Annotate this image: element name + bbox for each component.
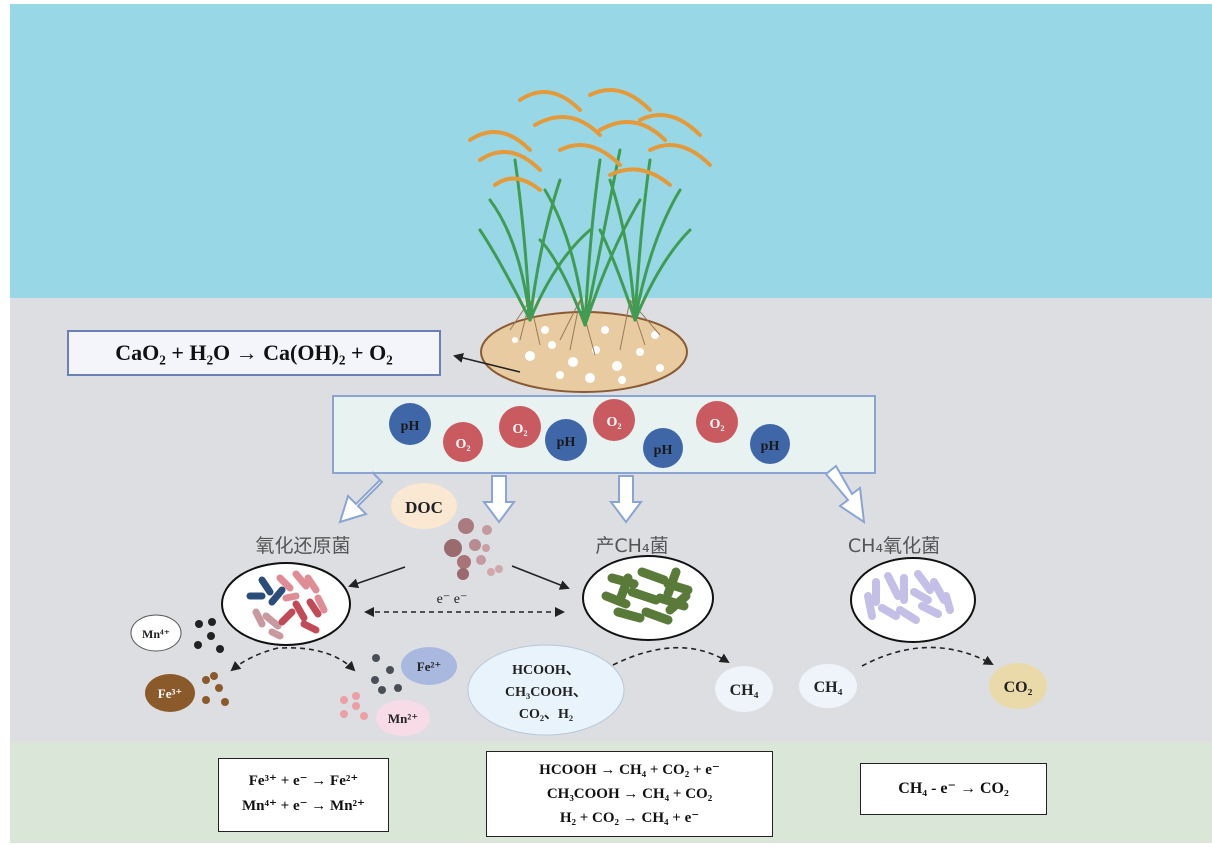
ch4-product-bubble: CH₄: [715, 666, 773, 712]
redox-equation-1: Fe³⁺ + e⁻ → Fe²⁺: [248, 773, 359, 789]
label-redox-bacteria: 氧化还原菌: [255, 535, 350, 557]
ch4-input-bubble: CH₄: [799, 664, 857, 708]
methanogen-equation-2: CH₃COOH → CH₄ + CO₂: [546, 786, 713, 802]
svg-text:CO₂、H₂: CO₂、H₂: [519, 707, 573, 722]
svg-text:Fe³⁺: Fe³⁺: [158, 686, 182, 701]
hollow-arrow-down-2: [609, 475, 643, 524]
rice-panicles: [468, 88, 712, 192]
sky-band: [10, 4, 1212, 298]
electron-label: e⁻ e⁻: [437, 592, 468, 607]
svg-text:O₂: O₂: [709, 417, 724, 432]
mn4-dots: [194, 618, 224, 653]
label-methanotroph: CH₄氧化菌: [848, 535, 940, 557]
o2-particle: O₂: [696, 401, 738, 443]
svg-text:HCOOH、: HCOOH、: [512, 663, 580, 678]
svg-text:pH: pH: [654, 443, 673, 458]
fe3-dots: [202, 672, 229, 706]
substrate-to-ch4-arrow: [612, 646, 730, 666]
methanogen-equation-box: HCOOH → CH₄ + CO₂ + e⁻ CH₃COOH → CH₄ + C…: [486, 751, 773, 837]
methanogen-cluster: [582, 555, 714, 641]
doc-particles: [444, 518, 503, 580]
mn2-ion: Mn²⁺: [376, 700, 430, 736]
o2-particle: O₂: [593, 399, 635, 441]
hollow-arrow-left: [338, 471, 384, 524]
o2-particle: O₂: [499, 406, 541, 448]
ph-particle: pH: [545, 419, 587, 461]
svg-text:pH: pH: [557, 435, 576, 450]
fe2-dots: [371, 654, 402, 694]
substrate-bubble: HCOOH、 CH₃COOH、 CO₂、H₂: [467, 644, 625, 736]
mn2-dots: [340, 692, 368, 720]
svg-text:CH₃COOH、: CH₃COOH、: [505, 685, 587, 700]
svg-text:O₂: O₂: [606, 415, 621, 430]
svg-text:O₂: O₂: [512, 422, 527, 437]
svg-text:pH: pH: [401, 419, 420, 434]
doc-to-methanogen-arrow: [511, 565, 570, 590]
hollow-arrows: [338, 464, 866, 525]
calcium-peroxide-granules: [512, 326, 664, 384]
svg-text:CO₂: CO₂: [1004, 679, 1033, 696]
svg-text:pH: pH: [761, 439, 780, 454]
methanotroph-equation-1: CH₄ - e⁻ → CO₂: [898, 780, 1009, 797]
methanotroph-equation-box: CH₄ - e⁻ → CO₂: [860, 763, 1047, 815]
redox-equation-2: Mn⁴⁺ + e⁻ → Mn²⁺: [242, 798, 365, 814]
mn4-ion: Mn⁴⁺: [130, 614, 182, 652]
redox-to-fe3-arrow: [230, 647, 279, 672]
rice-plant-illustration: [468, 88, 712, 393]
rice-leaves: [478, 148, 692, 327]
hollow-arrow-down-1: [482, 475, 516, 524]
redox-bacteria-cluster: [221, 562, 351, 646]
methanotroph-cluster: [850, 557, 976, 643]
ph-particle: pH: [750, 424, 790, 464]
doc-badge: DOC: [391, 483, 457, 529]
ph-particle: pH: [389, 403, 431, 445]
svg-text:Fe²⁺: Fe²⁺: [417, 659, 441, 674]
cao2-reaction-box: CaO₂ + H₂O → Ca(OH)₂ + O₂: [67, 330, 441, 376]
doc-to-redox-arrow: [348, 566, 406, 589]
label-methanogen: 产CH₄菌: [595, 535, 668, 557]
methanogen-equation-1: HCOOH → CH₄ + CO₂ + e⁻: [539, 762, 720, 778]
methanogen-equation-3: H₂ + CO₂ → CH₄ + e⁻: [559, 810, 700, 826]
svg-text:Mn⁴⁺: Mn⁴⁺: [142, 627, 170, 641]
redox-equation-box: Fe³⁺ + e⁻ → Fe²⁺ Mn⁴⁺ + e⁻ → Mn²⁺: [218, 758, 389, 832]
svg-text:Mn²⁺: Mn²⁺: [388, 711, 418, 726]
co2-product-bubble: CO₂: [989, 663, 1047, 709]
fe3-ion: Fe³⁺: [145, 674, 195, 712]
svg-text:CH₄: CH₄: [730, 682, 759, 699]
ph-o2-particles: pH O₂ O₂ pH O₂ pH O₂ pH: [389, 399, 790, 468]
svg-text:O₂: O₂: [455, 437, 470, 452]
granule-to-reaction-arrow: [453, 353, 521, 373]
ph-particle: pH: [643, 428, 683, 468]
fe2-ion: Fe²⁺: [401, 647, 457, 685]
ch4-to-co2-arrow: [861, 646, 994, 667]
o2-particle: O₂: [443, 422, 483, 462]
svg-text:DOC: DOC: [405, 498, 443, 517]
svg-text:CH₄: CH₄: [814, 679, 843, 696]
cao2-reaction-text: CaO₂ + H₂O → Ca(OH)₂ + O₂: [115, 340, 393, 365]
hollow-arrow-right: [824, 464, 866, 525]
